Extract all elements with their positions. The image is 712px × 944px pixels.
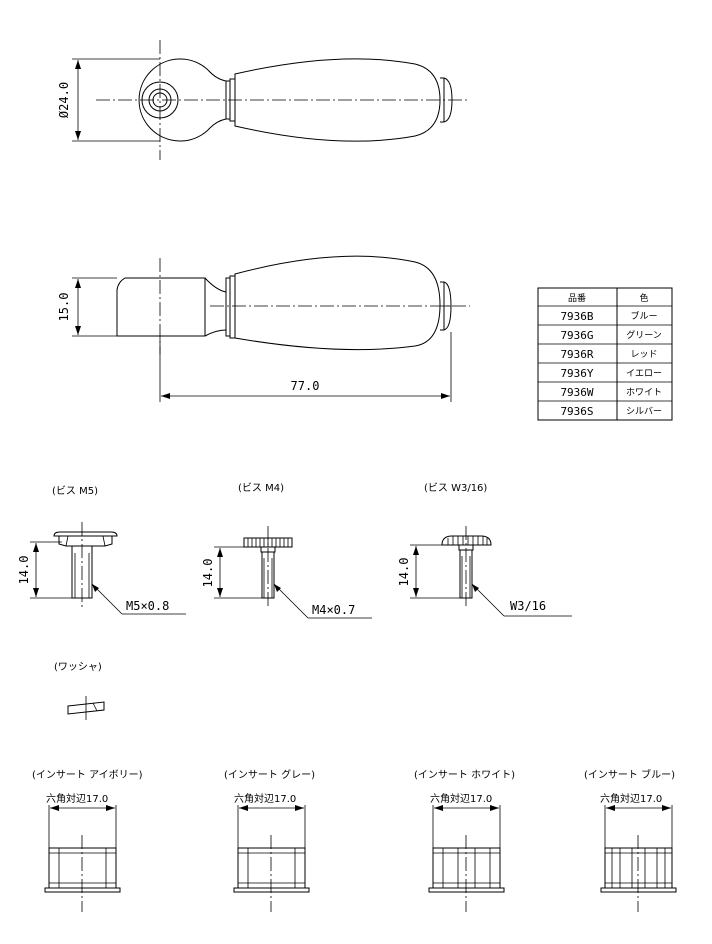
diameter-dimension: Ø24.0 bbox=[57, 82, 71, 118]
height-dimension: 15.0 bbox=[57, 293, 71, 322]
insert-ivory-title: (インサート アイボリー) bbox=[32, 769, 143, 781]
insert-white-across-flats: 六角対辺17.0 bbox=[430, 792, 492, 805]
table-header-color: 色 bbox=[639, 292, 648, 304]
table-cell-color: ブルー bbox=[630, 310, 657, 322]
washer-title: (ワッシャ) bbox=[54, 662, 102, 673]
insert-blue: (インサート ブルー) 六角対辺17.0 bbox=[584, 768, 677, 912]
insert-blue-across-flats: 六角対辺17.0 bbox=[600, 792, 662, 805]
screw-m5-thread: M5×0.8 bbox=[126, 599, 169, 613]
table-cell-part: 7936W bbox=[560, 386, 593, 399]
table-cell-color: イエロー bbox=[626, 369, 662, 379]
table-cell-part: 7936R bbox=[560, 348, 593, 361]
insert-white-title: (インサート ホワイト) bbox=[414, 769, 515, 781]
screw-m4: (ビス M4) 14.0 M4×0.7 bbox=[201, 482, 372, 619]
table-header-part-number: 品番 bbox=[568, 292, 586, 304]
table-cell-color: レッド bbox=[630, 350, 657, 360]
insert-blue-title: (インサート ブルー) bbox=[584, 768, 675, 781]
table-cell-color: ホワイト bbox=[626, 387, 662, 398]
table-cell-part: 7936B bbox=[560, 310, 593, 323]
handle-top-view: Ø24.0 bbox=[57, 40, 470, 160]
screw-m4-thread: M4×0.7 bbox=[312, 603, 355, 617]
washer: (ワッシャ) bbox=[54, 662, 105, 720]
insert-gray-across-flats: 六角対辺17.0 bbox=[234, 792, 296, 805]
screw-w316-title: (ビス W3/16) bbox=[424, 482, 487, 494]
screw-m5-title: (ビス M5) bbox=[52, 485, 98, 497]
length-dimension: 77.0 bbox=[291, 379, 320, 393]
screw-w316-thread: W3/16 bbox=[510, 599, 546, 613]
screw-m5-height: 14.0 bbox=[17, 556, 31, 585]
color-table: 品番 色 7936B ブルー 7936G グリーン 7936R レッド 7936… bbox=[537, 287, 673, 421]
screw-w316-height: 14.0 bbox=[397, 558, 411, 587]
insert-ivory-across-flats: 六角対辺17.0 bbox=[46, 792, 108, 805]
insert-ivory: (インサート アイボリー) 六角対辺17.0 bbox=[32, 769, 143, 912]
screw-m4-height: 14.0 bbox=[201, 559, 215, 588]
insert-gray: (インサート グレー) 六角対辺17.0 bbox=[224, 768, 315, 912]
table-cell-color: グリーン bbox=[626, 329, 662, 341]
insert-gray-title: (インサート グレー) bbox=[224, 768, 315, 781]
table-cell-color: シルバー bbox=[626, 406, 662, 417]
handle-side-view: 15.0 77.0 bbox=[57, 255, 470, 402]
screw-m4-title: (ビス M4) bbox=[238, 482, 284, 494]
table-cell-part: 7936Y bbox=[560, 367, 593, 380]
screw-w316: (ビス W3/16) 14.0 W3/16 bbox=[397, 482, 572, 617]
table-cell-part: 7936S bbox=[560, 405, 593, 418]
insert-white: (インサート ホワイト) 六角対辺17.0 bbox=[414, 769, 515, 912]
screw-m5: (ビス M5) 14.0 M5×0.8 bbox=[17, 485, 186, 615]
table-cell-part: 7936G bbox=[560, 329, 593, 342]
